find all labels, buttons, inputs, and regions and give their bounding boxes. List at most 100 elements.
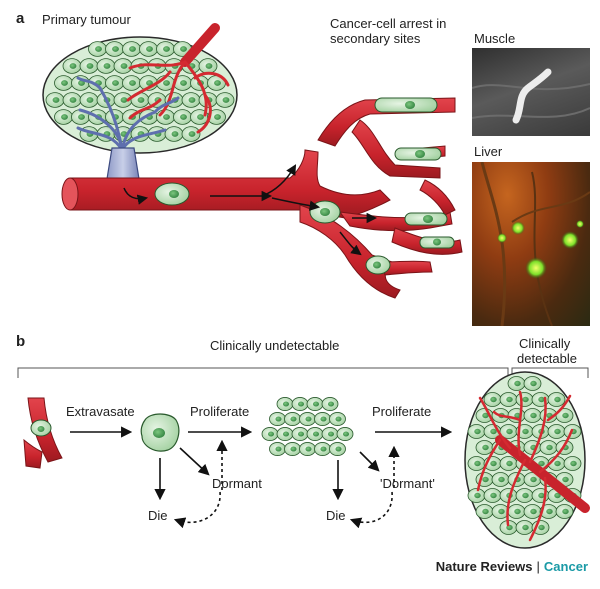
- cell-nucleus: [327, 401, 335, 407]
- cell-nucleus: [474, 492, 481, 499]
- micrometastasis-cluster: [261, 397, 354, 456]
- cell-nucleus: [474, 460, 481, 467]
- cell-nucleus: [61, 114, 68, 120]
- muscle-photo-art: [472, 68, 590, 124]
- dormant-label-2: 'Dormant': [380, 476, 435, 491]
- cell-nucleus: [506, 460, 513, 467]
- panel-b-letter: b: [16, 333, 26, 350]
- cell-nucleus: [312, 401, 320, 407]
- cell-nucleus: [506, 396, 513, 403]
- panel-a-letter: a: [16, 10, 25, 27]
- cell-nucleus: [554, 492, 561, 499]
- cell-nucleus: [214, 80, 221, 86]
- cell-nucleus: [522, 396, 529, 403]
- cell-nucleus: [490, 460, 497, 467]
- cell-nucleus: [205, 63, 213, 69]
- muscle-label: Muscle: [474, 31, 516, 46]
- arrest-label-line1: Cancer-cell arrest in: [330, 16, 447, 31]
- single-cancer-cell: [140, 413, 180, 452]
- cell-nucleus: [546, 508, 553, 515]
- cell-nucleus: [490, 396, 497, 403]
- cell-nucleus: [275, 416, 282, 422]
- cell-nucleus: [482, 444, 489, 451]
- cell-nucleus: [275, 446, 282, 452]
- cell-nucleus: [103, 63, 111, 69]
- cell-nucleus: [222, 97, 230, 103]
- cell-nucleus: [282, 401, 290, 407]
- cell-nucleus: [290, 416, 297, 422]
- flow-arrows-a: [123, 164, 378, 256]
- cell-nucleus: [61, 80, 68, 86]
- cell-nucleus: [482, 412, 489, 419]
- cell-nucleus: [522, 492, 529, 499]
- cell-nucleus: [188, 97, 196, 103]
- cell-nucleus: [530, 380, 537, 387]
- cell-nucleus: [554, 428, 561, 435]
- cell-nucleus: [267, 431, 275, 437]
- cell-nucleus: [146, 80, 153, 86]
- cell-nucleus: [570, 460, 577, 467]
- extravasation-vessel: [23, 397, 63, 469]
- cell-nucleus: [482, 476, 489, 483]
- cell-nucleus: [180, 114, 187, 120]
- cell-nucleus: [490, 428, 497, 435]
- cell-nucleus: [342, 431, 350, 437]
- cell-nucleus: [514, 508, 521, 515]
- liver-photo: [472, 162, 590, 326]
- cell-nucleus: [498, 476, 505, 483]
- cell-nucleus: [514, 412, 521, 419]
- cell-nucleus: [490, 492, 497, 499]
- cell-nucleus: [530, 508, 537, 515]
- cell-nucleus: [562, 412, 569, 419]
- die-label-1: Die: [148, 508, 168, 523]
- cell-nucleus: [554, 460, 561, 467]
- cell-nucleus: [562, 508, 569, 515]
- proliferate-label-2: Proliferate: [372, 404, 432, 419]
- cell-nucleus: [538, 492, 545, 499]
- cell-nucleus: [171, 131, 179, 137]
- cell-nucleus: [95, 46, 102, 52]
- cell-nucleus: [335, 416, 342, 422]
- primary-tumour: [42, 23, 238, 154]
- journal-footer: Nature Reviews|Cancer: [436, 559, 588, 574]
- cell-nucleus: [69, 97, 77, 103]
- cell-nucleus: [163, 80, 170, 86]
- cell-nucleus: [498, 508, 505, 515]
- cell-nucleus: [112, 80, 119, 86]
- cell-nucleus: [554, 396, 561, 403]
- arrest-label-line2: secondary sites: [330, 31, 421, 46]
- dormant-label-1: Dormant: [212, 476, 262, 491]
- cell-nucleus: [530, 412, 537, 419]
- cell-nucleus: [538, 396, 545, 403]
- cell-nucleus: [129, 46, 136, 52]
- cell-nucleus: [312, 431, 320, 437]
- muscle-photo: [472, 48, 590, 136]
- flow-arrows-b: [70, 426, 453, 501]
- cell-nucleus: [297, 401, 305, 407]
- cell-nucleus: [320, 446, 327, 452]
- cell-nucleus: [320, 416, 327, 422]
- circulating-cells: [154, 97, 455, 275]
- cell-nucleus: [163, 114, 170, 120]
- cell-nucleus: [522, 524, 529, 531]
- cell-nucleus: [78, 114, 85, 120]
- cell-nucleus: [129, 80, 136, 86]
- proliferate-label-1: Proliferate: [190, 404, 250, 419]
- clinically-detectable-line2: detectable: [517, 351, 577, 366]
- cell-nucleus: [197, 114, 204, 120]
- clinically-detectable-line1: Clinically: [519, 336, 571, 351]
- cell-nucleus: [112, 46, 119, 52]
- cell-nucleus: [214, 114, 221, 120]
- cell-nucleus: [335, 446, 342, 452]
- extravasate-label: Extravasate: [66, 404, 135, 419]
- cell-nucleus: [180, 80, 187, 86]
- detectability-bracket: [17, 367, 589, 378]
- primary-tumour-label: Primary tumour: [42, 12, 131, 27]
- detectable-tumour: [464, 371, 590, 549]
- journal-name: Nature Reviews: [435, 559, 533, 574]
- cell-nucleus: [163, 46, 170, 52]
- cell-nucleus: [538, 524, 545, 531]
- clinically-undetectable-label: Clinically undetectable: [210, 338, 340, 353]
- cell-nucleus: [146, 46, 153, 52]
